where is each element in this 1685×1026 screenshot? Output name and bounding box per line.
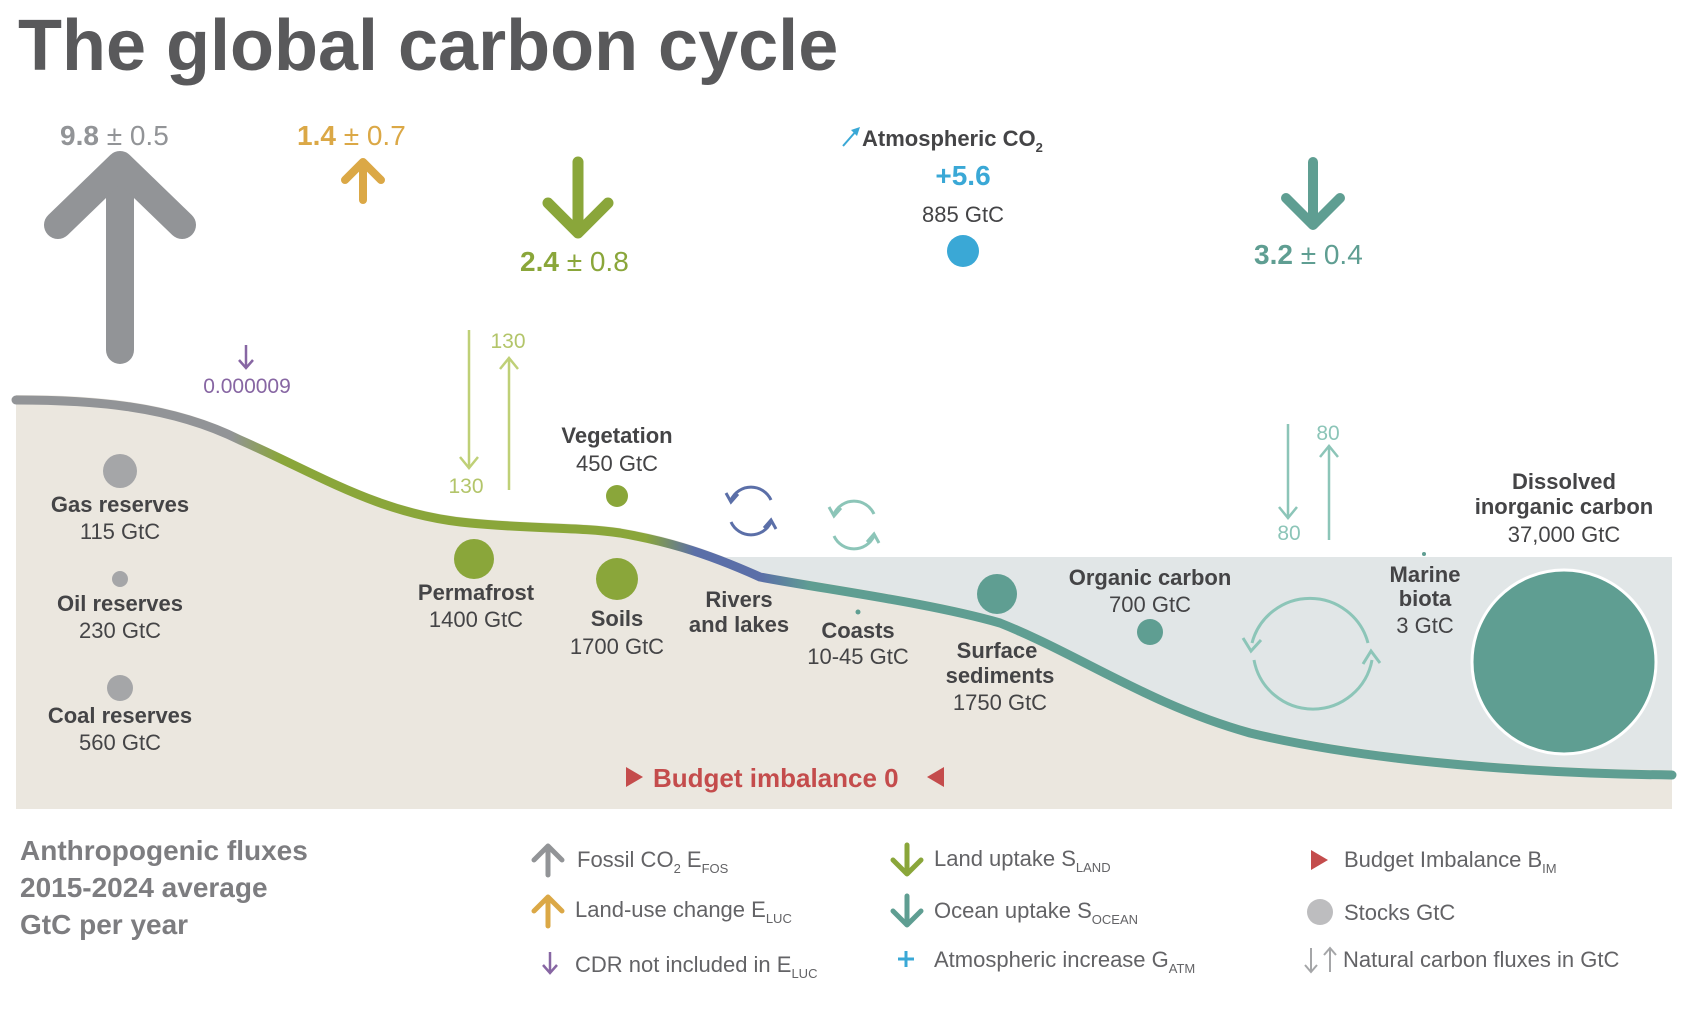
- natural-land-up-arrow: [499, 356, 519, 490]
- vegetation-value: 450 GtC: [576, 451, 658, 476]
- natural-land-down-value: 130: [448, 475, 483, 498]
- oil-reserves-name: Oil reserves: [57, 591, 183, 616]
- fossil-flux-arrow: [44, 151, 196, 364]
- dic-stock-circle: [1470, 568, 1658, 756]
- gas-reserves-value: 115 GtC: [80, 519, 160, 544]
- soils-stock-circle: [596, 558, 638, 600]
- natural-land-down-arrow: [459, 330, 479, 470]
- atm-increase-value: +5.6: [935, 160, 990, 191]
- land-uptake-arrow: [542, 156, 614, 239]
- marine-biota-value: 3 GtC: [1396, 613, 1454, 638]
- gas-reserves-name: Gas reserves: [51, 492, 189, 517]
- cdr-value: 0.000009: [203, 375, 291, 398]
- legend-stocks-text: Stocks GtC: [1344, 900, 1455, 925]
- permafrost-name: Permafrost: [418, 580, 535, 605]
- marine-biota-name-line2: biota: [1399, 586, 1452, 611]
- permafrost-stock-circle: [454, 539, 494, 579]
- page-title: The global carbon cycle: [18, 6, 838, 86]
- soils-name: Soils: [591, 606, 644, 631]
- coasts-cycle-icon: [827, 499, 881, 551]
- legend-luc-icon: [531, 894, 565, 929]
- natural-land-up-value: 130: [490, 330, 525, 353]
- legend-land-text: Land uptake SLAND: [934, 846, 1111, 875]
- oil-reserves-value: 230 GtC: [79, 618, 161, 643]
- oil-stock-circle: [112, 571, 128, 587]
- ocean-uptake-label: 3.2 ± 0.4: [1254, 239, 1363, 270]
- atm-small-arrow: [842, 127, 860, 147]
- legend-atm-icon: [898, 951, 914, 967]
- legend-land-icon: [890, 842, 924, 877]
- dic-value: 37,000 GtC: [1508, 522, 1621, 547]
- sediments-value: 1750 GtC: [953, 690, 1047, 715]
- budget-right-marker: [927, 767, 944, 787]
- sediments-name-line2: sediments: [946, 663, 1055, 688]
- rivers-cycle-icon: [724, 485, 778, 537]
- vegetation-name: Vegetation: [561, 423, 672, 448]
- marine-biota-stock-circle: [1422, 552, 1426, 556]
- land-area: [16, 395, 1672, 809]
- natural-ocean-up-arrow: [1319, 444, 1339, 540]
- atm-stock-circle: [947, 235, 979, 267]
- coasts-stock-circle: [855, 609, 861, 615]
- sediments-name-line1: Surface: [957, 638, 1038, 663]
- vegetation-stock-circle: [606, 485, 628, 507]
- legend-luc-text: Land-use change ELUC: [575, 897, 792, 926]
- ocean-circulation-cycle-icon: [1241, 596, 1382, 711]
- legend-natural-flux-icon: [1304, 946, 1337, 974]
- legend-fossil-text: Fossil CO2 EFOS: [577, 847, 729, 876]
- cdr-arrow: [238, 345, 254, 370]
- legend-ocean-icon: [890, 893, 924, 928]
- dic-name-line1: Dissolved: [1512, 469, 1616, 494]
- legend-atm-text: Atmospheric increase GATM: [934, 947, 1195, 976]
- rivers-name-line2: and lakes: [689, 612, 789, 637]
- atm-label: Atmospheric CO2: [862, 126, 1043, 155]
- budget-imbalance-label: Budget imbalance 0: [653, 763, 899, 793]
- coal-stock-circle: [107, 675, 133, 701]
- legend-ocean-text: Ocean uptake SOCEAN: [934, 898, 1138, 927]
- ocean-uptake-arrow: [1281, 157, 1345, 230]
- legend-budget-icon: [1311, 850, 1328, 870]
- luc-flux-label: 1.4 ± 0.7: [297, 120, 406, 151]
- coasts-name: Coasts: [821, 618, 894, 643]
- luc-flux-arrow: [341, 158, 385, 204]
- legend-cdr-icon: [542, 952, 558, 975]
- land-uptake-label: 2.4 ± 0.8: [520, 246, 629, 277]
- budget-left-marker: [626, 767, 643, 787]
- dic-name-line2: inorganic carbon: [1475, 494, 1653, 519]
- gas-stock-circle: [103, 454, 137, 488]
- organic-carbon-stock-circle: [1137, 619, 1163, 645]
- legend-budget-text: Budget Imbalance BIM: [1344, 847, 1557, 876]
- natural-ocean-up-value: 80: [1316, 422, 1339, 445]
- coastline: [11, 395, 1677, 780]
- coal-reserves-value: 560 GtC: [79, 730, 161, 755]
- legend-fossil-icon: [531, 843, 565, 878]
- footer-line3: GtC per year: [20, 909, 188, 940]
- footer-line1: Anthropogenic fluxes: [20, 835, 308, 866]
- legend-cdr-text: CDR not included in ELUC: [575, 952, 817, 981]
- sediments-stock-circle: [977, 574, 1017, 614]
- footer-line2: 2015-2024 average: [20, 872, 268, 903]
- soils-value: 1700 GtC: [570, 634, 664, 659]
- atm-stock-value: 885 GtC: [922, 202, 1004, 227]
- permafrost-value: 1400 GtC: [429, 607, 523, 632]
- organic-carbon-name: Organic carbon: [1069, 565, 1232, 590]
- fossil-flux-label: 9.8 ± 0.5: [60, 120, 169, 151]
- natural-ocean-down-value: 80: [1277, 522, 1300, 545]
- legend-natural-flux-text: Natural carbon fluxes in GtC: [1343, 947, 1619, 972]
- rivers-name-line1: Rivers: [705, 587, 772, 612]
- coasts-value: 10-45 GtC: [807, 644, 909, 669]
- natural-ocean-down-arrow: [1278, 424, 1298, 520]
- organic-carbon-value: 700 GtC: [1109, 592, 1191, 617]
- legend-stocks-icon: [1307, 899, 1333, 925]
- coal-reserves-name: Coal reserves: [48, 703, 192, 728]
- marine-biota-name-line1: Marine: [1390, 562, 1461, 587]
